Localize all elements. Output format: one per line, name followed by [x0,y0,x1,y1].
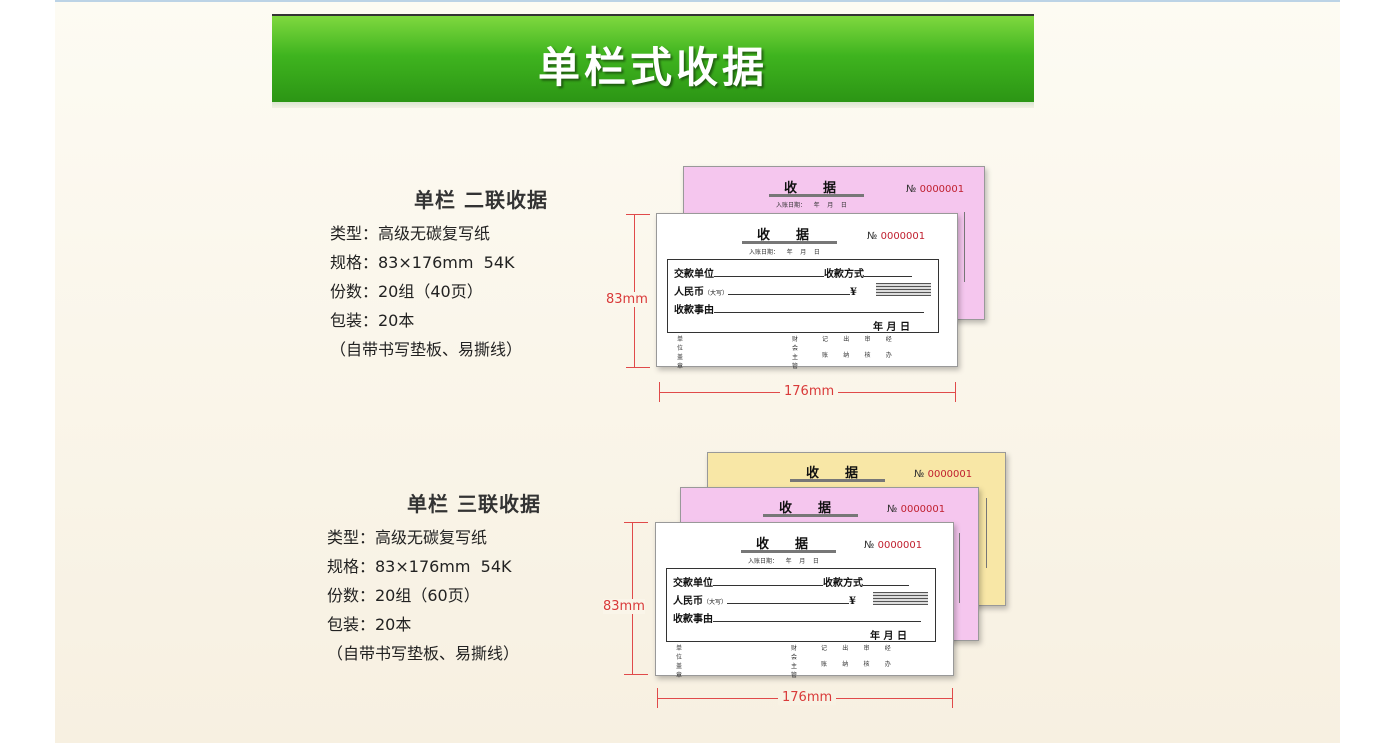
footer-seal: 单 位 盖 章 [677,336,684,370]
product-two-type: 类型：高级无碳复写纸 [330,224,491,243]
height-dim-label: 83mm [606,292,648,307]
receipt-form-box: 交款单位收款方式 人民币（大写）¥ 收款事由 年 月 日 [666,568,936,642]
product-three-pack: 包装：20本 [327,615,412,634]
receipt-form-box: 交款单位收款方式 人民币（大写）¥ 收款事由 年 月 日 [667,259,939,333]
receipt-date: 入账日期： 年 月 日 [776,202,847,209]
date-ymd: 年 月 日 [873,322,910,333]
banner-shadow [272,102,1034,108]
footer-manager: 财 会 主 管 [791,645,798,679]
height-dim-line [632,522,633,674]
title-banner: 单栏式收据 [272,14,1034,104]
footer-seal: 单 位 盖 章 [676,645,683,679]
receipt-number: № 0000001 [887,504,946,515]
title-underline [763,514,858,517]
banner-title: 单栏式收据 [537,43,768,92]
product-three-spec: 规格：83×176mm 54K [327,557,512,576]
side-margin [964,212,965,282]
receipt-number: № 0000001 [906,184,965,195]
receipt-number: № 0000001 [867,231,926,242]
product-three-count: 份数：20组（60页） [327,586,480,605]
rmb-line: 人民币（大写）¥ [673,596,856,607]
product-two-heading: 单栏 二联收据 [414,188,548,212]
product-two-spec: 规格：83×176mm 54K [330,253,515,272]
width-dim-tick-right [955,382,956,402]
reason-line: 收款事由 [673,610,921,625]
height-dim-line [634,214,635,367]
receipt-date: 入账日期： 年 月 日 [749,249,820,256]
receipt-title: 收据 [784,181,863,196]
height-dim-label: 83mm [603,599,645,614]
side-margin [959,533,960,603]
reason-line: 收款事由 [674,301,924,316]
receipt-title: 收据 [806,466,885,481]
amount-hatch [876,283,931,296]
side-margin [986,498,987,568]
receipt-title: 收据 [757,228,836,243]
width-dim-tick-left [657,688,658,708]
product-three-info: 单栏 三联收据 类型：高级无碳复写纸 规格：83×176mm 54K 份数：20… [327,490,541,668]
amount-hatch [873,592,928,605]
receipt-sheet-white: 收据 № 0000001 入账日期： 年 月 日 交款单位收款方式 人民币（大写… [656,213,958,370]
company-line: 交款单位收款方式 [674,265,912,280]
date-ymd: 年 月 日 [870,631,907,642]
footer-items: 记 出 审 经 账 纳 核 办 [821,645,891,668]
receipt-title: 收据 [779,501,858,516]
width-dim-tick-right [952,688,953,708]
product-two-note: （自带书写垫板、易撕线） [330,340,523,359]
title-underline [741,550,836,553]
height-dim-tick-bottom [626,367,650,368]
receipt-date: 入账日期： 年 月 日 [748,558,819,565]
width-dim-label: 176mm [780,384,839,399]
title-underline [769,194,864,197]
top-border-line [55,0,1340,2]
receipt-sheet-white: 收据 № 0000001 入账日期： 年 月 日 交款单位收款方式 人民币（大写… [655,522,954,679]
receipt-number: № 0000001 [914,469,973,480]
height-dim-tick-top [626,214,650,215]
footer-items: 记 出 审 经 账 纳 核 办 [822,336,892,359]
product-two-count: 份数：20组（40页） [330,282,483,301]
height-dim-tick-bottom [624,674,648,675]
product-two-info: 单栏 二联收据 类型：高级无碳复写纸 规格：83×176mm 54K 份数：20… [330,186,548,364]
product-three-note: （自带书写垫板、易撕线） [327,644,520,663]
company-line: 交款单位收款方式 [673,574,909,589]
rmb-line: 人民币（大写）¥ [674,287,857,298]
receipt-number: № 0000001 [864,540,923,551]
product-three-heading: 单栏 三联收据 [407,492,541,516]
receipt-title: 收据 [756,537,835,552]
height-dim-tick-top [624,522,648,523]
width-dim-label: 176mm [778,690,837,705]
width-dim-tick-left [659,382,660,402]
product-three-type: 类型：高级无碳复写纸 [327,528,488,547]
title-underline [742,241,837,244]
title-underline [790,479,885,482]
footer-manager: 财 会 主 管 [792,336,799,370]
product-two-pack: 包装：20本 [330,311,415,330]
